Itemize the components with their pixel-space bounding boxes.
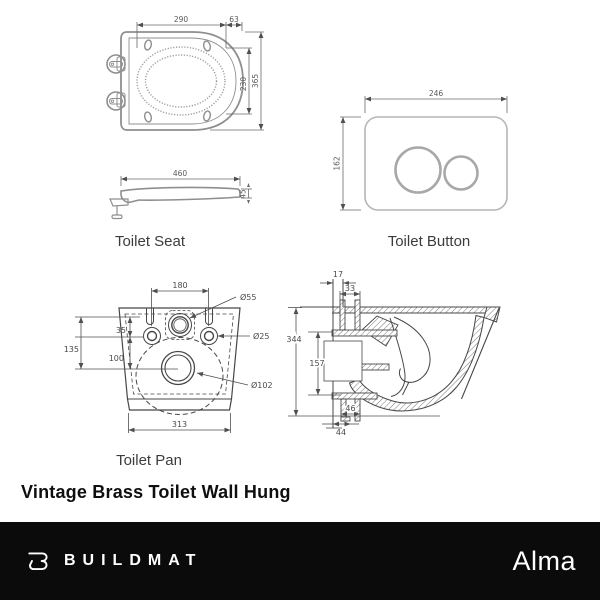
dim-pan-fixing-spacing: 180 [172, 281, 187, 290]
product-title: Vintage Brass Toilet Wall Hung [21, 482, 291, 502]
dim-pan-inlet-width: 33 [345, 284, 355, 293]
dim-seat-ring-width: 290 [174, 15, 189, 24]
dim-pan-fixing-offset: 35 [116, 326, 126, 335]
brand-name: BUILDMAT [64, 552, 203, 569]
seat-side-view-drawing [109, 186, 241, 220]
button-drawing [364, 116, 508, 211]
dim-seat-height: 45 [239, 189, 248, 199]
seat-side-view-dimensions [120, 176, 252, 204]
dim-pan-wall-gap: 17 [333, 270, 343, 279]
dim-pan-offset-total: 135 [64, 345, 79, 354]
button-label: Toilet Button [387, 233, 471, 250]
pan-rear-view-dimensions [75, 288, 250, 433]
buildmat-b-icon [28, 552, 48, 571]
seat-top-view-drawing [106, 31, 244, 131]
dim-button-width: 246 [429, 89, 444, 98]
dim-pan-height: 344 [286, 335, 301, 344]
dim-pan-outlet-width: 46 [345, 404, 355, 413]
pan-rear-view-drawing [118, 307, 241, 415]
pan-side-view-drawing [300, 279, 501, 428]
dim-pan-width: 313 [172, 420, 187, 429]
dim-pan-frame-height: 157 [309, 359, 324, 368]
button-dimensions [340, 96, 508, 211]
dim-pan-fixing-diameter: Ø25 [253, 331, 269, 341]
dim-button-height: 162 [333, 156, 342, 171]
dim-pan-outlet-offset: 44 [336, 428, 346, 437]
dim-pan-waste-diameter: Ø102 [251, 380, 273, 390]
footer-bar: BUILDMAT Alma [0, 522, 600, 600]
seat-top-view-dimensions [136, 22, 264, 131]
dim-pan-waste-offset: 100 [109, 354, 124, 363]
brand-logo: BUILDMAT [24, 547, 202, 575]
dim-seat-overall-depth: 365 [251, 74, 260, 89]
dim-seat-ring-depth: 230 [239, 77, 248, 92]
pan-side-view-dimensions [288, 281, 440, 429]
model-name: Alma [512, 545, 576, 576]
pan-label: Toilet Pan [116, 452, 182, 469]
dim-seat-edge-offset: 63 [229, 15, 239, 24]
seat-label: Toilet Seat [114, 233, 186, 250]
dim-pan-inlet-diameter: Ø55 [240, 292, 256, 302]
dim-seat-length: 460 [173, 169, 188, 178]
